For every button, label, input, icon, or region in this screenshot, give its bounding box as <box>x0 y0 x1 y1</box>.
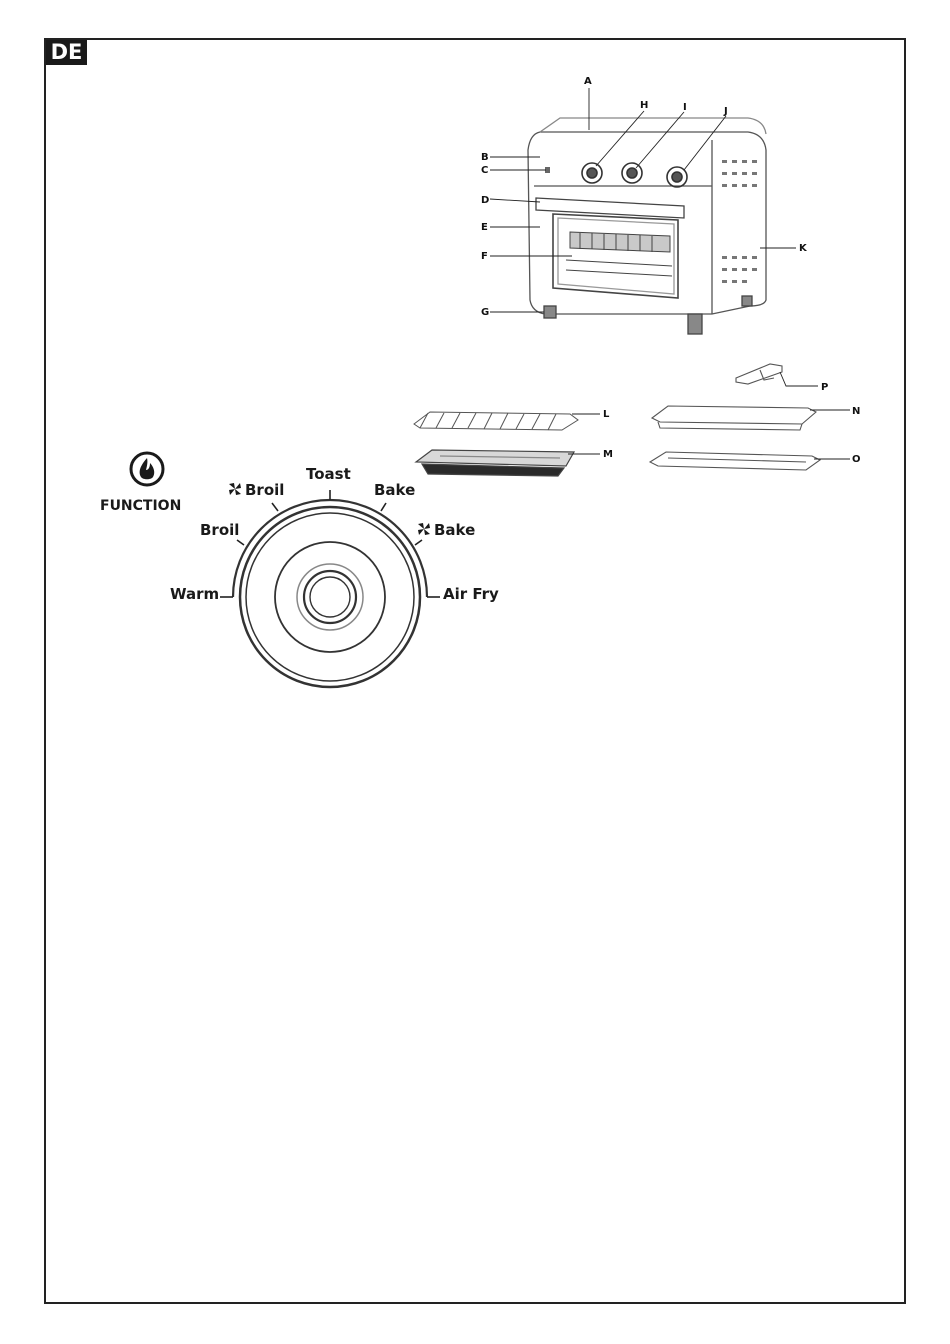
setting-fan-broil: Broil <box>245 481 284 499</box>
callout-c: C <box>481 165 488 176</box>
fan-icon <box>418 523 430 535</box>
air-fry-basket <box>652 406 816 430</box>
callout-k: K <box>799 243 808 254</box>
callout-e: E <box>481 222 488 233</box>
setting-bake: Bake <box>374 481 415 499</box>
rack-handle <box>736 364 782 384</box>
setting-broil: Broil <box>200 521 239 539</box>
callout-o: O <box>852 454 861 465</box>
callout-j: J <box>723 106 728 117</box>
function-icon-group: FUNCTION <box>100 453 181 514</box>
callout-h: H <box>640 100 648 111</box>
drip-tray <box>650 452 820 470</box>
setting-toast: Toast <box>306 465 351 483</box>
callout-b: B <box>481 152 489 163</box>
air-fryer-oven-illustration <box>528 118 766 334</box>
callout-f: F <box>481 251 488 262</box>
function-dial <box>233 500 427 687</box>
callout-d: D <box>481 195 489 206</box>
setting-fan-bake: Bake <box>434 521 475 539</box>
baking-tray <box>416 450 574 476</box>
wire-rack <box>414 412 578 430</box>
function-title: FUNCTION <box>100 498 181 514</box>
function-icon-ring <box>131 453 163 485</box>
dial-setting-labels: Warm Broil Broil Toast Bake Bake Air Fry <box>170 465 499 603</box>
setting-warm: Warm <box>170 585 219 603</box>
callout-l: L <box>603 409 610 420</box>
flame-icon <box>140 458 155 479</box>
side-vents <box>722 160 757 283</box>
setting-air-fry: Air Fry <box>443 585 499 603</box>
callout-g: G <box>481 307 489 318</box>
callout-a: A <box>584 76 592 87</box>
callout-i: I <box>683 102 687 113</box>
control-knobs <box>582 163 687 187</box>
accessory-leader-lines <box>568 372 850 459</box>
fry-basket <box>566 232 672 276</box>
callout-p: P <box>821 382 828 393</box>
fan-icon <box>229 483 241 495</box>
callout-m: M <box>603 449 613 460</box>
callout-n: N <box>852 406 860 417</box>
